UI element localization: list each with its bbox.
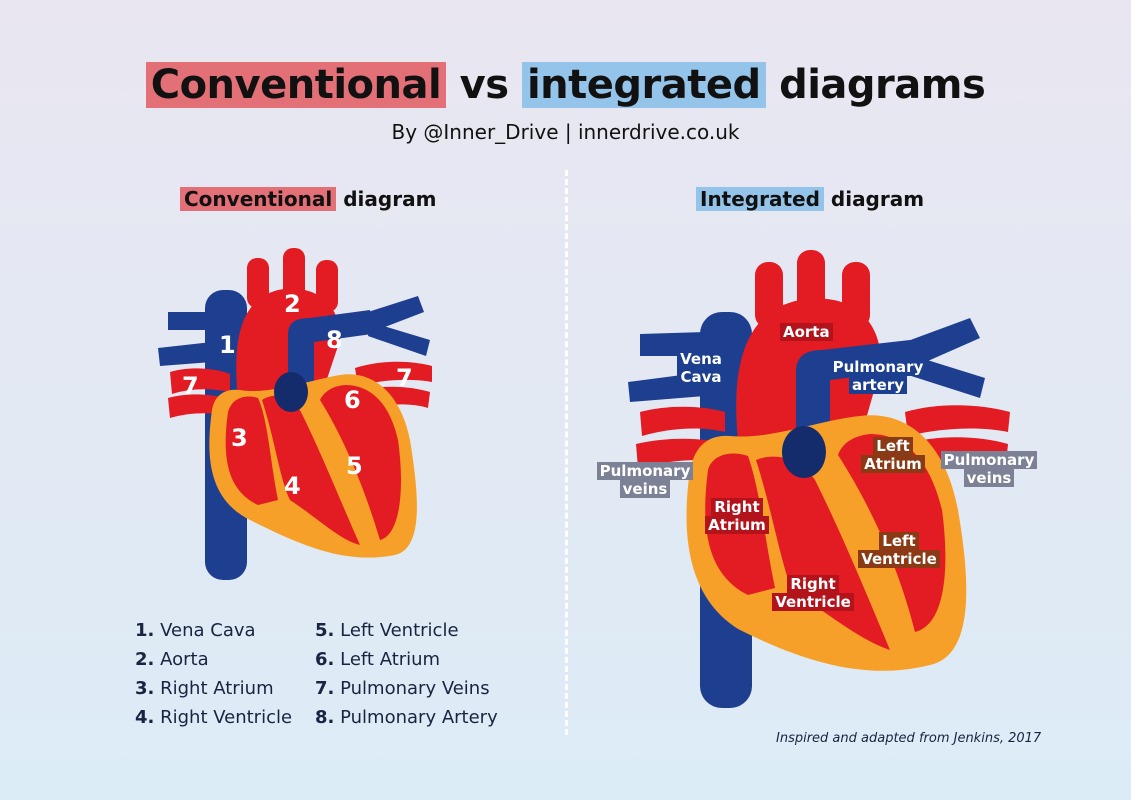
label-vena-cava-line2: Cava — [677, 368, 725, 386]
label-aorta-text: Aorta — [780, 323, 833, 341]
label-right-atrium-line2: Atrium — [705, 516, 769, 534]
conventional-heading: Conventional diagram — [180, 185, 436, 213]
label-vena-cava: Vena Cava — [673, 350, 729, 386]
label-pulmonary-veins-left-line1: Pulmonary — [596, 462, 694, 480]
legend-item: 6. Left Atrium — [315, 649, 441, 670]
legend-item: 2. Aorta — [135, 649, 209, 670]
label-right-ventricle-line1: Right — [787, 575, 839, 593]
legend-item: 1. Vena Cava — [135, 620, 256, 641]
credit-note: Inspired and adapted from Jenkins, 2017 — [776, 731, 1042, 746]
label-pulmonary-artery-line1: Pulmonary — [829, 358, 927, 376]
byline: By @Inner_Drive | innerdrive.co.uk — [391, 120, 740, 144]
conventional-pulmonary-artery — [288, 296, 430, 390]
label-pulmonary-veins-right: Pulmonary veins — [938, 451, 1040, 487]
number-7-left: 7 — [182, 372, 199, 400]
number-1: 1 — [219, 331, 236, 359]
label-pulmonary-artery: Pulmonary artery — [826, 358, 930, 394]
integrated-heading: Integrated diagram — [696, 185, 924, 213]
label-right-atrium: Right Atrium — [705, 498, 769, 534]
label-right-atrium-line1: Right — [711, 498, 763, 516]
label-left-ventricle-line2: Ventricle — [858, 550, 940, 568]
label-pulmonary-veins-right-line1: Pulmonary — [940, 451, 1038, 469]
legend-item: 8. Pulmonary Artery — [315, 707, 498, 728]
legend-item: 4. Right Ventricle — [135, 707, 293, 728]
legend-column-1: 1. Vena Cava 2. Aorta 3. Right Atrium 4.… — [135, 616, 292, 732]
title-word-integrated: integrated — [521, 62, 766, 108]
label-left-atrium-line2: Atrium — [861, 455, 925, 473]
label-pulmonary-veins-left-line2: veins — [619, 480, 671, 498]
label-left-atrium: Left Atrium — [860, 437, 926, 473]
label-right-ventricle: Right Ventricle — [770, 575, 856, 611]
label-right-ventricle-line2: Ventricle — [772, 593, 854, 611]
label-pulmonary-artery-line2: artery — [848, 376, 908, 394]
label-aorta: Aorta — [780, 323, 833, 341]
conventional-heading-rest: diagram — [343, 187, 437, 211]
number-3: 3 — [231, 424, 248, 452]
label-left-ventricle-line1: Left — [879, 532, 919, 550]
dashed-divider — [565, 170, 568, 735]
legend-item: 7. Pulmonary Veins — [315, 678, 490, 699]
title-word-vs: vs — [459, 62, 509, 108]
number-5: 5 — [346, 452, 363, 480]
number-7-right: 7 — [396, 364, 413, 392]
conventional-number-labels: 1 2 3 4 5 6 7 7 8 — [182, 290, 413, 500]
number-2: 2 — [284, 290, 301, 318]
label-pulmonary-veins-right-line2: veins — [963, 469, 1015, 487]
conventional-heart-body — [209, 372, 417, 558]
label-vena-cava-line1: Vena — [677, 350, 725, 368]
number-4: 4 — [284, 472, 301, 500]
label-left-atrium-line1: Left — [873, 437, 913, 455]
legend-item: 3. Right Atrium — [135, 678, 274, 699]
title-word-diagrams: diagrams — [779, 62, 986, 108]
page-title: Conventional vs integrated diagrams — [0, 58, 1131, 112]
integrated-heading-highlight: Integrated — [696, 187, 824, 211]
legend-column-2: 5. Left Ventricle 6. Left Atrium 7. Pulm… — [315, 616, 498, 732]
number-8: 8 — [326, 326, 343, 354]
conventional-heading-highlight: Conventional — [180, 187, 337, 211]
legend-item: 5. Left Ventricle — [315, 620, 459, 641]
number-6: 6 — [344, 386, 361, 414]
integrated-heading-rest: diagram — [830, 187, 925, 211]
label-left-ventricle: Left Ventricle — [856, 532, 942, 568]
title-word-conventional: Conventional — [145, 62, 447, 108]
label-pulmonary-veins-left: Pulmonary veins — [594, 462, 696, 498]
